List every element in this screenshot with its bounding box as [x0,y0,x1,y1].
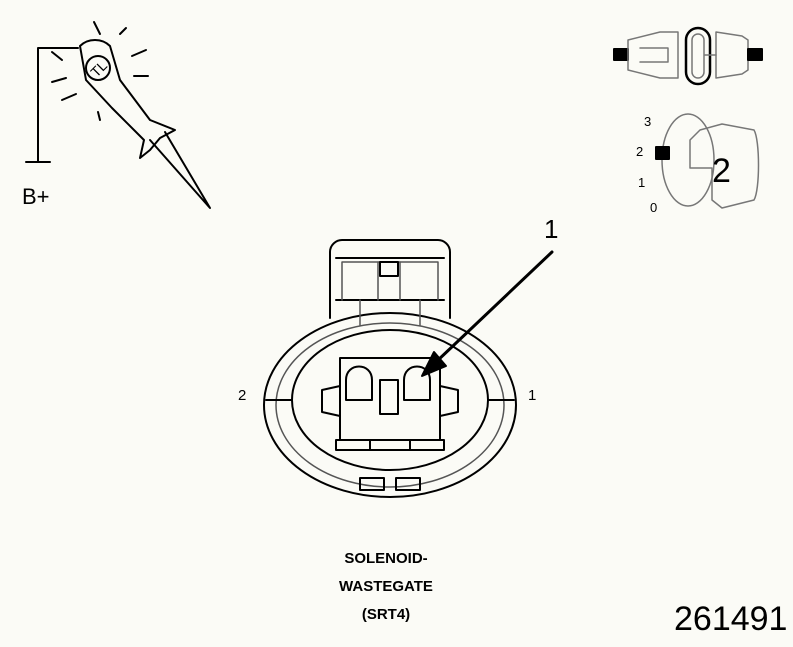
ignition-key-icon [655,113,760,209]
caption-line-1: SOLENOID- [344,550,428,567]
callout-number: 1 [544,214,559,244]
caption-line-3: (SRT4) [361,606,411,623]
key-number: 2 [712,152,731,190]
pin-label-1: 1 [528,387,537,404]
pin-label-2: 2 [238,387,247,404]
connector-housing [263,239,517,498]
caption-line-2: WASTEGATE [339,578,433,595]
terminal-1 [403,365,431,401]
terminal-2 [345,365,373,401]
figure-id: 261491 [674,600,788,638]
key-position-3: 3 [644,114,652,129]
b-plus-label: B+ [22,184,50,209]
disconnect-connector-icon [613,26,763,86]
key-position-0: 0 [650,200,658,215]
key-position-2: 2 [636,144,644,159]
key-position-1: 1 [638,175,646,190]
callout-arrow [421,250,554,377]
test-light-icon: TL [25,21,211,209]
